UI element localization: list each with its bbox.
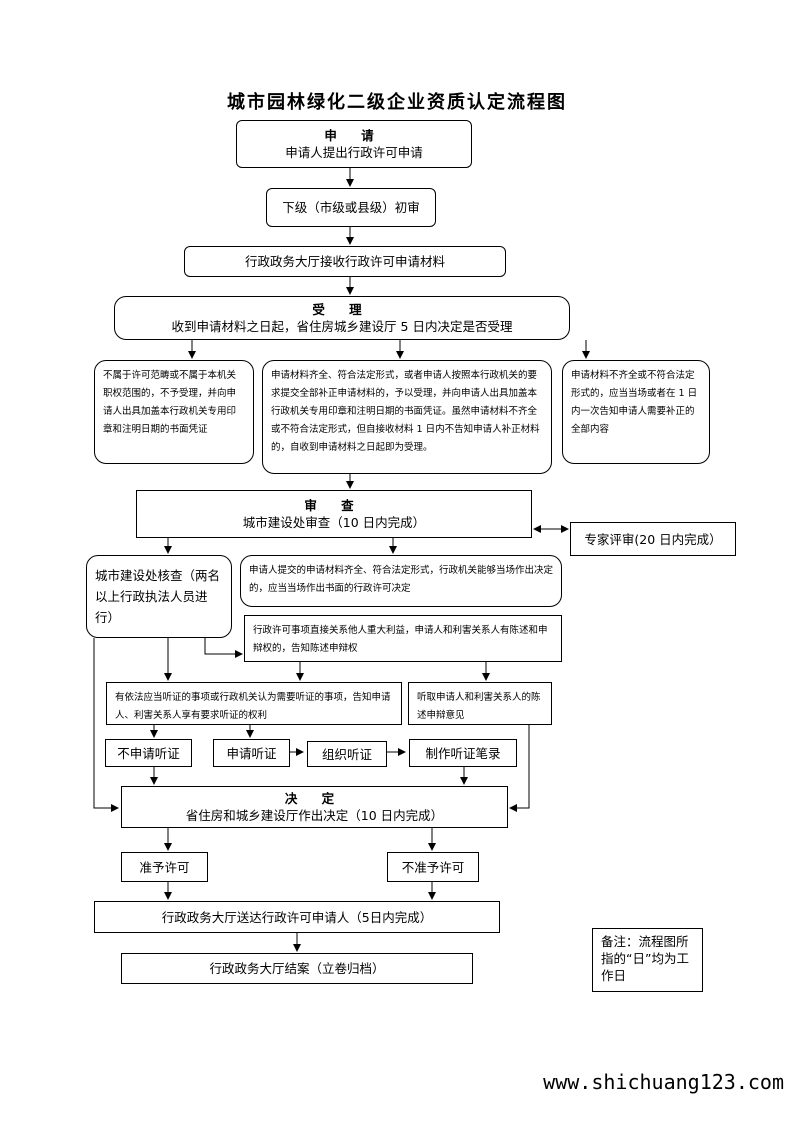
reject-scope-box: 不属于许可范畴或不属于本机关职权范围的，不予受理，并向申请人出具加盖本行政机关专… [94, 360, 254, 464]
note-box: 备注：流程图所指的“日”均为工作日 [592, 928, 703, 992]
receive-box: 行政政务大厅接收行政许可申请材料 [184, 246, 506, 277]
hearing-record-text: 制作听证笔录 [425, 745, 501, 761]
organize-hearing-box: 组织听证 [307, 741, 387, 767]
accept-complete-text: 申请材料齐全、符合法定形式，或者申请人按照本行政机关的要求提交全部补正申请材料的… [271, 370, 540, 453]
receive-text: 行政政务大厅接收行政许可申请材料 [244, 254, 445, 269]
review-text: 城市建设处审查（10 日内完成） [242, 515, 426, 530]
page-title: 城市园林绿化二级企业资质认定流程图 [227, 92, 567, 113]
accept-text: 收到申请材料之日起，省住房城乡建设厅 5 日内决定是否受理 [171, 319, 513, 334]
hearing-record-box: 制作听证笔录 [409, 739, 517, 767]
decision-heading: 决 定 [284, 791, 345, 806]
deny-box: 不准予许可 [387, 852, 479, 882]
organize-hearing-text: 组织听证 [321, 746, 372, 762]
verify-text: 城市建设处核查（两名以上行政执法人员进行） [95, 568, 221, 625]
decision-box: 决 定 省住房和城乡建设厅作出决定（10 日内完成） [121, 786, 508, 828]
interest-box: 行政许可事项直接关系他人重大利益，申请人和利害关系人有陈述和申辩权的，告知陈述申… [244, 615, 562, 662]
deliver-box: 行政政务大厅送达行政许可申请人（5日内完成） [94, 901, 500, 933]
accept-complete-box: 申请材料齐全、符合法定形式，或者申请人按照本行政机关的要求提交全部补正申请材料的… [262, 360, 552, 474]
deliver-text: 行政政务大厅送达行政许可申请人（5日内完成） [161, 909, 433, 925]
no-hearing-box: 不申请听证 [105, 739, 192, 767]
grant-text: 准予许可 [139, 859, 190, 875]
apply-text: 申请人提出行政许可申请 [285, 145, 423, 160]
review-heading: 审 查 [304, 498, 364, 513]
interest-text: 行政许可事项直接关系他人重大利益，申请人和利害关系人有陈述和申辩权的，告知陈述申… [253, 625, 548, 654]
reject-scope-text: 不属于许可范畴或不属于本机关职权范围的，不予受理，并向申请人出具加盖本行政机关专… [103, 370, 237, 435]
review-box: 审 查 城市建设处审查（10 日内完成） [136, 490, 532, 538]
deny-text: 不准予许可 [401, 859, 465, 875]
preliminary-box: 下级（市级或县级）初审 [266, 188, 436, 227]
apply-box: 申 请 申请人提出行政许可申请 [236, 120, 472, 168]
decision-text: 省住房和城乡建设厅作出决定（10 日内完成） [185, 808, 444, 823]
verify-box: 城市建设处核查（两名以上行政执法人员进行） [86, 555, 232, 638]
arrow-verify-interest [204, 638, 243, 658]
hearing-notice-text: 有依法应当听证的事项或行政机关认为需要听证的事项，告知申请人、利害关系人享有要求… [115, 692, 391, 721]
apply-heading: 申 请 [324, 128, 384, 143]
arrow-statement-decision [509, 725, 530, 812]
grant-box: 准予许可 [121, 852, 208, 882]
request-hearing-box: 申请听证 [213, 739, 290, 767]
incomplete-text: 申请材料不齐全或不符合法定形式的，应当当场或者在 1 日内一次告知申请人需要补正… [571, 370, 698, 435]
accept-box: 受 理 收到申请材料之日起，省住房城乡建设厅 5 日内决定是否受理 [114, 296, 570, 340]
accept-heading: 受 理 [312, 302, 372, 317]
expert-box: 专家评审(20 日内完成） [570, 522, 736, 556]
statement-box: 听取申请人和利害关系人的陈述申辩意见 [408, 682, 552, 725]
incomplete-box: 申请材料不齐全或不符合法定形式的，应当当场或者在 1 日内一次告知申请人需要补正… [562, 360, 710, 464]
onsite-text: 申请人提交的申请材料齐全、符合法定形式，行政机关能够当场作出决定的，应当当场作出… [249, 565, 554, 594]
onsite-box: 申请人提交的申请材料齐全、符合法定形式，行政机关能够当场作出决定的，应当当场作出… [240, 555, 562, 607]
arrow-verify-decision [93, 638, 119, 812]
close-text: 行政政务大厅结案（立卷归档） [209, 961, 385, 976]
close-box: 行政政务大厅结案（立卷归档） [121, 953, 473, 984]
hearing-notice-box: 有依法应当听证的事项或行政机关认为需要听证的事项，告知申请人、利害关系人享有要求… [106, 682, 402, 725]
expert-text: 专家评审(20 日内完成） [584, 531, 722, 547]
website-url[interactable]: www.shichuang123.com [543, 1070, 784, 1094]
note-text: 备注：流程图所指的“日”均为工作日 [601, 934, 689, 983]
statement-text: 听取申请人和利害关系人的陈述申辩意见 [417, 692, 541, 721]
no-hearing-text: 不申请听证 [117, 745, 180, 761]
request-hearing-text: 申请听证 [226, 745, 277, 761]
preliminary-text: 下级（市级或县级）初审 [282, 200, 420, 215]
